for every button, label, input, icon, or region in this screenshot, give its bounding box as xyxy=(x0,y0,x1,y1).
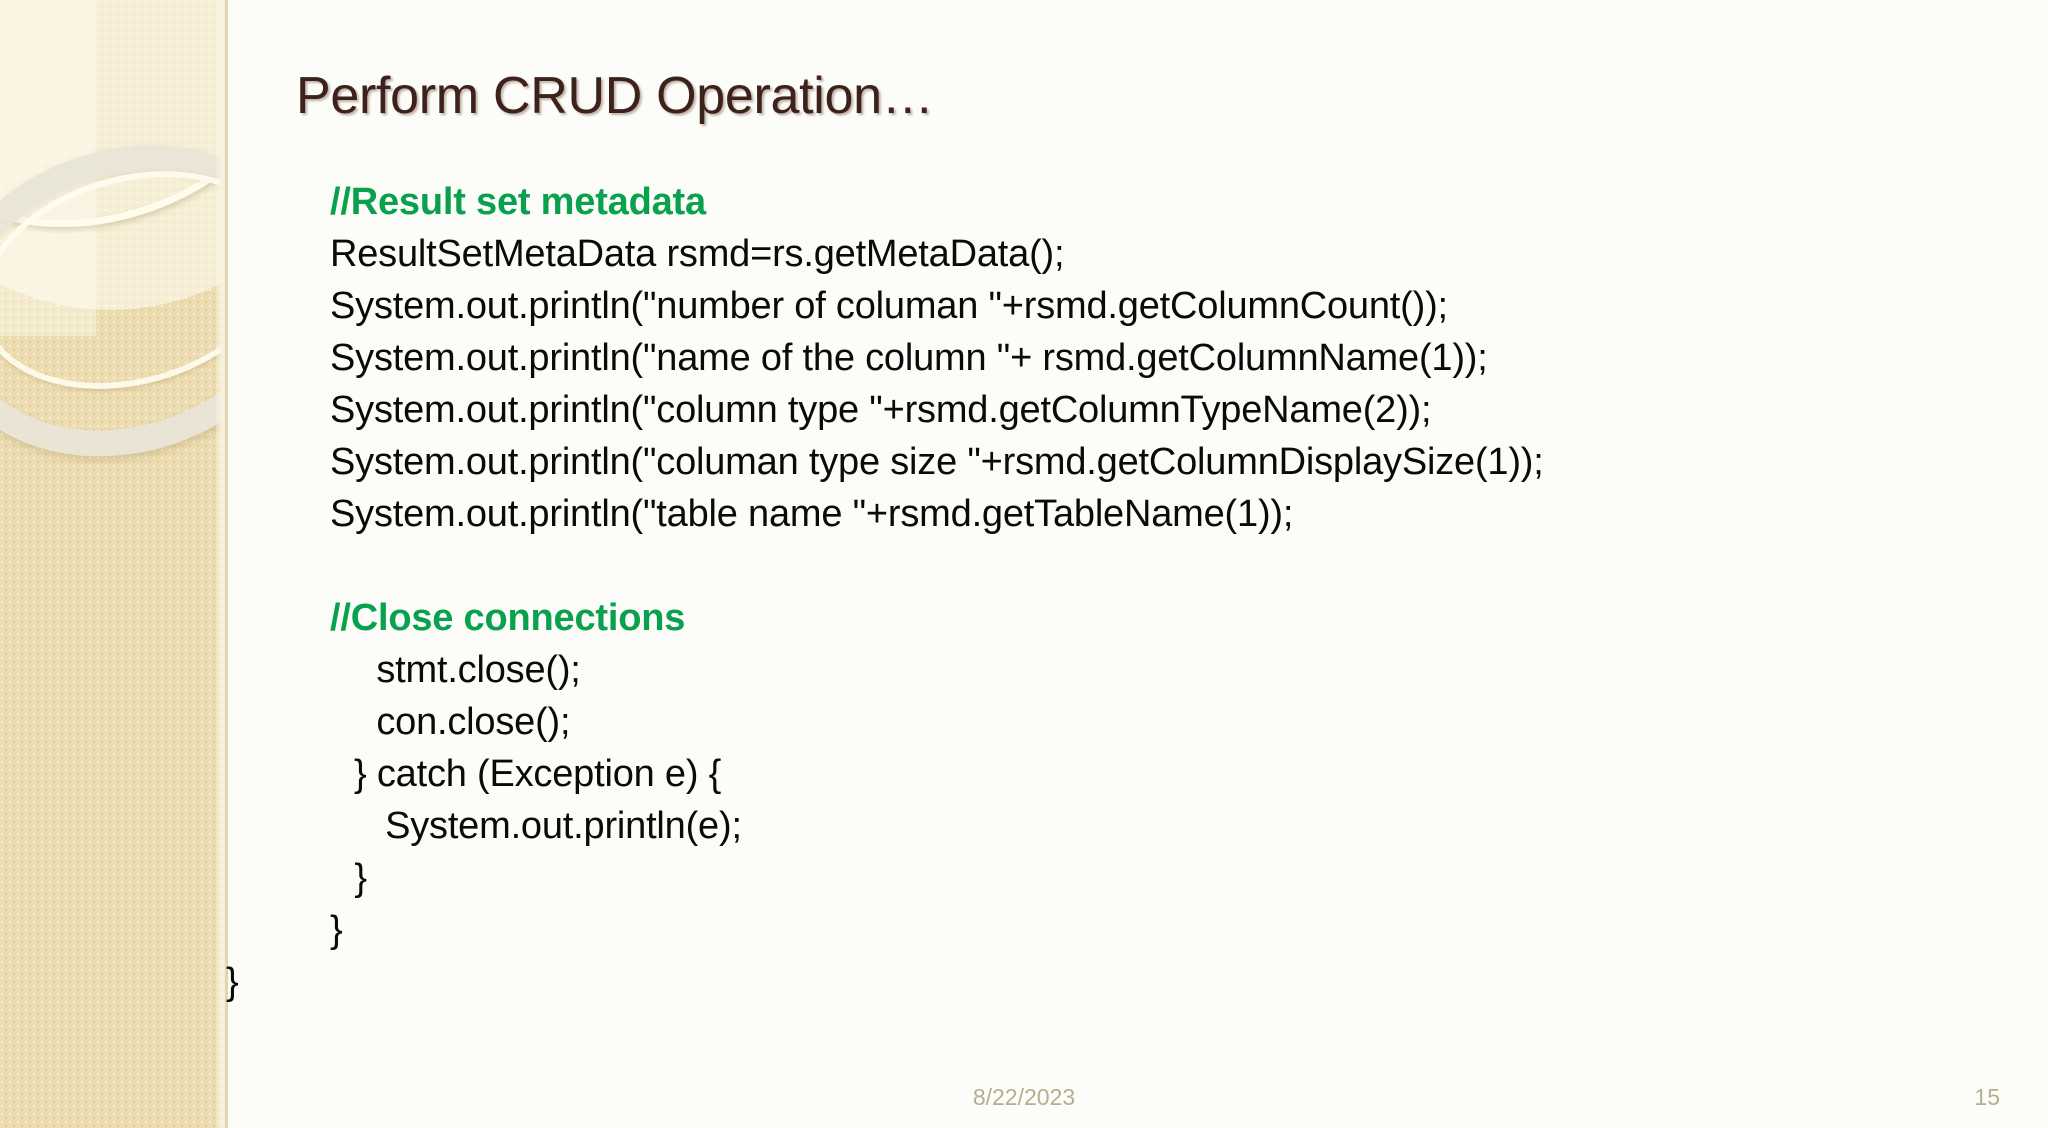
code-block-close-connections: //Close connections stmt.close(); con.cl… xyxy=(226,592,1990,1008)
code-line: System.out.println("number of columan "+… xyxy=(330,285,1448,327)
slide-title: Perform CRUD Operation… xyxy=(296,67,934,125)
code-line: con.close(); xyxy=(366,701,571,743)
code-line: System.out.println("column type "+rsmd.g… xyxy=(330,389,1432,431)
block-spacer xyxy=(330,540,1990,592)
code-line: ResultSetMetaData rsmd=rs.getMetaData(); xyxy=(330,233,1065,275)
sidebar-edge-line xyxy=(225,0,228,1128)
code-line: } xyxy=(344,857,367,899)
code-line: System.out.println("name of the column "… xyxy=(330,337,1488,379)
code-line: System.out.println("columan type size "+… xyxy=(330,441,1544,483)
code-comment: //Result set metadata xyxy=(330,181,706,223)
decorative-sidebar xyxy=(0,0,228,1128)
sidebar-light-wedge xyxy=(0,0,228,310)
code-line: } catch (Exception e) { xyxy=(354,753,722,795)
slide-number: 15 xyxy=(1974,1084,2000,1110)
code-line: System.out.println("table name "+rsmd.ge… xyxy=(330,493,1294,535)
code-line: System.out.println(e); xyxy=(354,805,742,847)
footer-date: 8/22/2023 xyxy=(972,1084,1076,1110)
code-block-metadata: //Result set metadata ResultSetMetaData … xyxy=(330,176,1990,540)
code-line: } xyxy=(226,961,239,1003)
slide-body: //Result set metadata ResultSetMetaData … xyxy=(226,176,1990,1008)
code-line: stmt.close(); xyxy=(366,649,581,691)
code-line: } xyxy=(330,909,343,951)
code-comment: //Close connections xyxy=(330,597,686,639)
